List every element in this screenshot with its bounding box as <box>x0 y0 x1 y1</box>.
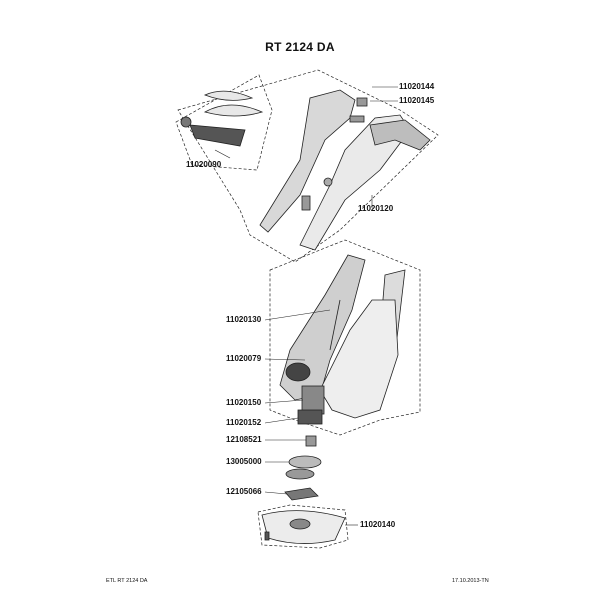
upper-group-outline <box>177 69 439 263</box>
spacer-wheel-hub <box>180 116 192 128</box>
motor-housing-cover <box>319 299 399 419</box>
spool-cover <box>297 409 323 425</box>
spring <box>305 435 317 447</box>
spool-cap <box>284 487 319 501</box>
leader-11020079 <box>264 358 306 361</box>
motor-housing-vent <box>285 362 311 382</box>
upper-screw <box>323 177 333 187</box>
part-label-11020140: 11020140 <box>360 520 396 529</box>
switch-lever <box>349 115 365 123</box>
spacer-wheel-top <box>203 90 254 101</box>
leader-12105066 <box>264 491 288 495</box>
leader-11020090 <box>214 149 231 159</box>
leader-11020130 <box>264 309 331 321</box>
leader-11020150 <box>264 399 304 404</box>
spacer-wheel-mid <box>203 104 264 117</box>
line-spool <box>288 455 322 469</box>
left-group-outline <box>175 74 273 171</box>
part-label-11020079: 11020079 <box>226 354 262 363</box>
cable-plug <box>301 195 311 211</box>
part-label-11020150: 11020150 <box>226 398 262 407</box>
handle-grip <box>369 119 431 151</box>
part-label-11020152: 11020152 <box>226 418 262 427</box>
guard-hub <box>289 518 311 530</box>
diagram-title: RT 2124 DA <box>265 40 335 54</box>
guard-screw <box>264 531 270 541</box>
part-label-13005000: 13005000 <box>226 457 262 466</box>
part-label-11020145: 11020145 <box>399 96 435 105</box>
part-label-11020130: 11020130 <box>226 315 262 324</box>
leader-11020152 <box>264 417 299 424</box>
footer-left: ETL RT 2124 DA <box>106 578 148 584</box>
spool-disc <box>285 468 315 480</box>
part-label-12108521: 12108521 <box>226 435 262 444</box>
switch-button <box>356 97 368 107</box>
lower-group-outline <box>269 239 421 436</box>
part-label-11020120: 11020120 <box>358 204 394 213</box>
part-label-12105066: 12105066 <box>226 487 262 496</box>
part-label-11020144: 11020144 <box>399 82 435 91</box>
footer-right: 17.10.2013-TN <box>452 578 489 584</box>
upper-handle-half <box>259 89 356 233</box>
spacer-wheel-arm <box>189 124 246 147</box>
part-label-11020090: 11020090 <box>186 160 222 169</box>
cable-wire <box>329 299 341 351</box>
guard-group-outline <box>257 504 349 549</box>
